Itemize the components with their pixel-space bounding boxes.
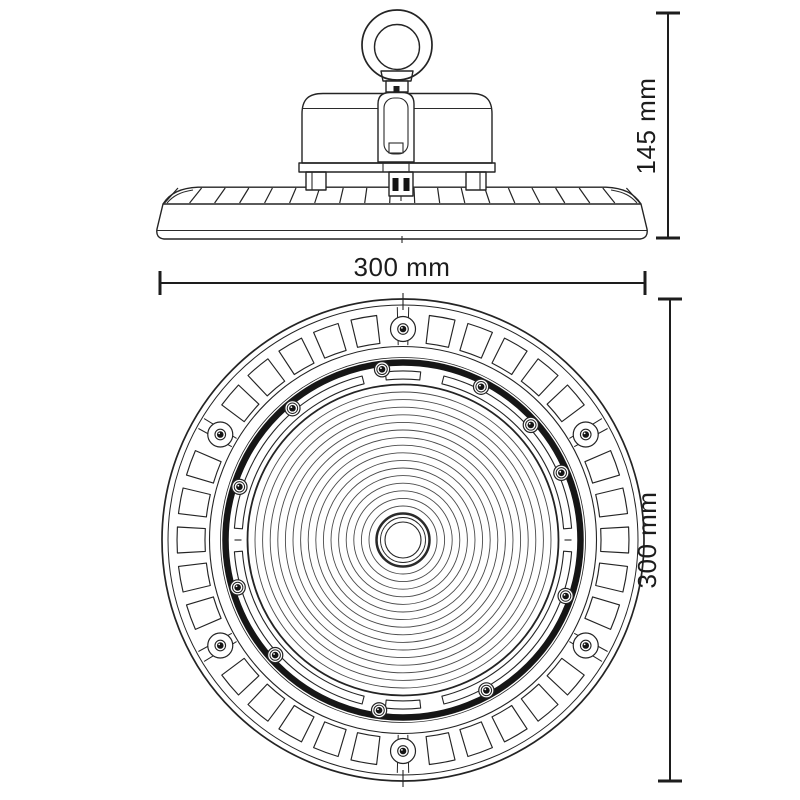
boss-screw — [582, 642, 590, 649]
housing-feet — [305, 171, 487, 191]
ring-segment — [441, 550, 573, 705]
side-view — [156, 9, 648, 243]
fin-slot — [247, 683, 286, 722]
width-dim-label: 300 mm — [354, 252, 451, 282]
boss-screw — [582, 431, 590, 438]
ring-segment — [384, 370, 422, 381]
height-dim-label: 145 mm — [631, 78, 661, 175]
boss-screw — [216, 642, 224, 649]
bracket-slot — [383, 97, 409, 155]
gland-terminal-left — [392, 178, 399, 191]
mounting-bosses — [198, 307, 608, 773]
fin-slot — [425, 314, 456, 348]
bracket-outline — [377, 91, 415, 163]
left-foot — [305, 171, 327, 191]
hook-bracket — [377, 91, 415, 163]
fin-slot — [491, 704, 528, 743]
boss-screw — [216, 431, 224, 438]
fin-slot — [313, 721, 347, 758]
mounting-collar — [380, 70, 414, 93]
fin-slot — [177, 562, 211, 593]
fin-slot — [584, 596, 621, 630]
fin-band-inner-left — [166, 189, 194, 204]
ring-segment — [233, 550, 365, 705]
fin-slot — [546, 657, 585, 696]
dish-outline — [156, 203, 648, 240]
eye-hook-ring — [361, 9, 433, 81]
fin-slot — [595, 562, 629, 593]
housing-bottom-band — [298, 162, 496, 173]
fin-slot — [600, 526, 630, 554]
ring-screws — [229, 361, 574, 719]
diameter-dim-label: 300 mm — [632, 492, 662, 589]
boss-screw — [399, 747, 407, 755]
fin-slot — [185, 596, 222, 630]
fin-slot — [546, 384, 585, 423]
cable-gland — [388, 171, 414, 201]
fin-slot — [278, 337, 315, 376]
bottom-view — [161, 293, 645, 787]
fin-slot — [247, 358, 286, 397]
fin-slot — [176, 526, 206, 554]
heatsink-slot-ring — [176, 314, 630, 766]
lamp-body-dish — [156, 203, 648, 243]
fin-slot — [221, 384, 260, 423]
fin-slot — [595, 487, 629, 518]
fresnel-lens-rings — [254, 391, 552, 689]
fin-slot — [459, 322, 493, 359]
fin-slot — [278, 704, 315, 743]
dimension-diameter: 300 mm — [632, 297, 682, 783]
lens-retaining-ring — [222, 359, 584, 721]
gland-terminal-right — [403, 178, 410, 191]
fin-slot — [459, 721, 493, 758]
center-lens — [375, 512, 431, 568]
fin-slot — [313, 322, 347, 359]
right-foot — [465, 171, 487, 191]
fin-slot — [350, 314, 381, 348]
ring-segment — [384, 699, 422, 710]
fin-slot — [177, 487, 211, 518]
fin-slot — [221, 657, 260, 696]
ring-segment — [441, 375, 573, 530]
fin-slot — [520, 683, 559, 722]
fin-band-inner-right — [610, 189, 638, 204]
eye-ring-outer — [361, 9, 433, 81]
collar-pin — [393, 86, 400, 92]
eye-ring-inner — [373, 23, 421, 71]
fin-slot — [185, 450, 222, 484]
fin-slot — [350, 732, 381, 766]
dimension-height: 145 mm — [631, 11, 680, 240]
fin-slot — [584, 450, 621, 484]
bracket-slot-end — [388, 142, 404, 154]
fin-slot — [520, 358, 559, 397]
boss-screw — [399, 325, 407, 333]
dimension-width: 300 mm — [158, 252, 647, 295]
fin-slot — [491, 337, 528, 376]
fin-slot — [425, 732, 456, 766]
